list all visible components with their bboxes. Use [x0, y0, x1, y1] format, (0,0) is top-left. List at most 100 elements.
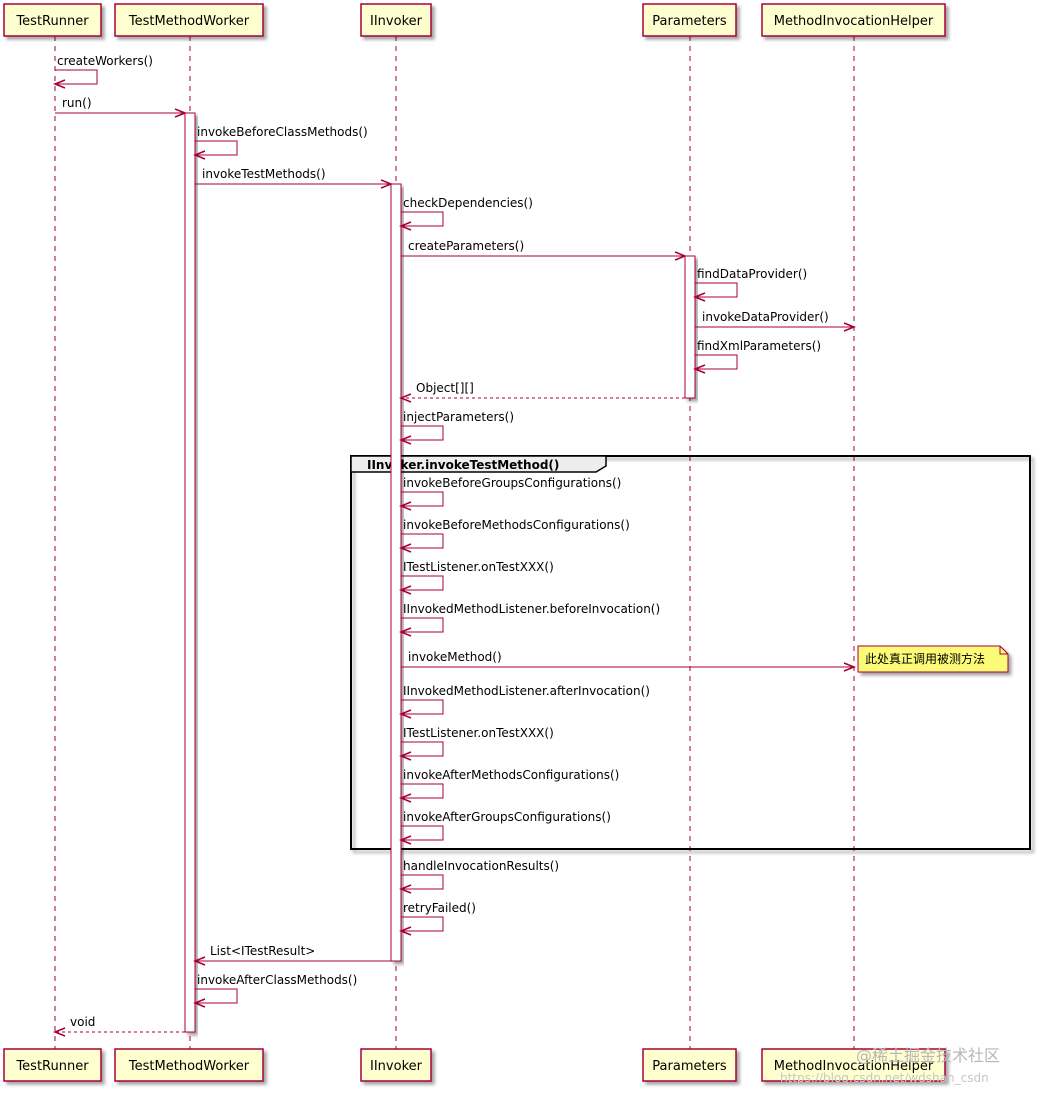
- participant-params-bottom: Parameters: [642, 1048, 737, 1082]
- participant-label: TestMethodWorker: [128, 14, 250, 29]
- message-label: run(): [62, 96, 92, 110]
- message: run(): [55, 96, 188, 118]
- message-label: ITestListener.onTestXXX(): [403, 560, 554, 574]
- participants: TestRunnerTestRunnerTestMethodWorkerTest…: [3, 3, 946, 1082]
- participant-params-top: Parameters: [642, 3, 737, 37]
- message-label: invokeMethod(): [408, 650, 502, 664]
- arrowhead: [398, 793, 412, 803]
- message-label: ITestListener.onTestXXX(): [403, 726, 554, 740]
- self-message-line: [401, 575, 444, 591]
- self-message-line: [55, 69, 98, 85]
- participant-box: [761, 3, 946, 37]
- participant-box: [360, 1048, 432, 1082]
- participant-box: [114, 3, 264, 37]
- message: void: [52, 1015, 185, 1037]
- watermark-url: https://blog.csdn.net/wdshan_csdn: [780, 1071, 989, 1085]
- note-box: [857, 645, 1009, 673]
- participant-label: TestRunner: [15, 1059, 89, 1074]
- self-message-line: [695, 354, 738, 370]
- message: ITestListener.onTestXXX(): [398, 560, 554, 595]
- arrowhead: [692, 364, 706, 374]
- message-label: invokeAfterGroupsConfigurations(): [403, 810, 611, 824]
- message: handleInvocationResults(): [398, 859, 559, 894]
- message-label: injectParameters(): [403, 410, 514, 424]
- message: IInvokedMethodListener.beforeInvocation(…: [398, 602, 660, 637]
- note-text: 此处真正调用被测方法: [865, 651, 985, 666]
- watermark-text: @稀土掘金技术社区: [856, 1046, 1000, 1065]
- participant-runner-bottom: TestRunner: [3, 1048, 102, 1082]
- arrowhead: [52, 1027, 66, 1037]
- arrowhead: [398, 435, 412, 445]
- self-message-line: [401, 916, 444, 932]
- message: createWorkers(): [52, 54, 153, 89]
- message: Object[][]: [398, 381, 685, 403]
- participant-helper-top: MethodInvocationHelper: [761, 3, 946, 37]
- arrowhead: [398, 751, 412, 761]
- message: findDataProvider(): [692, 267, 807, 302]
- participant-helper-bottom: MethodInvocationHelper: [761, 1048, 946, 1082]
- message-label: invokeBeforeMethodsConfigurations(): [403, 518, 630, 532]
- arrowhead: [398, 926, 412, 936]
- participant-label: MethodInvocationHelper: [774, 14, 934, 29]
- message: invokeAfterClassMethods(): [192, 973, 357, 1008]
- message: invokeBeforeGroupsConfigurations(): [398, 476, 621, 511]
- message-label: invokeBeforeClassMethods(): [197, 125, 368, 139]
- message-label: createParameters(): [408, 239, 524, 253]
- message-label: IInvokedMethodListener.afterInvocation(): [403, 684, 650, 698]
- arrowhead: [192, 956, 206, 966]
- message: injectParameters(): [398, 410, 514, 445]
- self-message-line: [401, 425, 444, 441]
- participant-box: [761, 1048, 946, 1082]
- message-label: invokeAfterClassMethods(): [197, 973, 357, 987]
- participant-invoker-top: IInvoker: [360, 3, 432, 37]
- self-message-line: [401, 533, 444, 549]
- message-label: handleInvocationResults(): [403, 859, 559, 873]
- message: invokeDataProvider(): [695, 310, 857, 332]
- activation-bar-worker: [184, 112, 196, 1033]
- message: checkDependencies(): [398, 196, 533, 231]
- message: invokeTestMethods(): [195, 167, 394, 189]
- self-message-line: [401, 783, 444, 799]
- participant-label: MethodInvocationHelper: [774, 1059, 934, 1074]
- message: List<ITestResult>: [192, 944, 391, 966]
- message: invokeAfterGroupsConfigurations(): [398, 810, 611, 845]
- arrowhead: [398, 884, 412, 894]
- self-message-line: [695, 282, 738, 298]
- participant-label: TestRunner: [15, 14, 89, 29]
- note-fold: [999, 646, 1008, 655]
- message-label: findDataProvider(): [697, 267, 807, 281]
- message: invokeBeforeMethodsConfigurations(): [398, 518, 630, 553]
- participant-box: [642, 1048, 737, 1082]
- message: createParameters(): [401, 239, 688, 261]
- frame-title: IInvoker.invokeTestMethod(): [367, 458, 559, 472]
- arrowhead: [174, 108, 188, 118]
- message-label: Object[][]: [416, 381, 474, 395]
- self-message-line: [401, 825, 444, 841]
- message-label: invokeAfterMethodsConfigurations(): [403, 768, 619, 782]
- participant-worker-bottom: TestMethodWorker: [114, 1048, 264, 1082]
- message: invokeAfterMethodsConfigurations(): [398, 768, 619, 803]
- participant-label: IInvoker: [370, 1059, 423, 1074]
- participant-box: [3, 1048, 102, 1082]
- message-label: retryFailed(): [403, 901, 476, 915]
- participant-label: Parameters: [652, 14, 727, 29]
- message-label: checkDependencies(): [403, 196, 533, 210]
- arrowhead: [398, 221, 412, 231]
- self-message-line: [401, 491, 444, 507]
- arrowhead: [398, 501, 412, 511]
- activation-bar-invoker: [390, 183, 402, 962]
- message-label: findXmlParameters(): [697, 339, 821, 353]
- arrowhead: [398, 393, 412, 403]
- activation-bars: [184, 112, 696, 1033]
- participant-runner-top: TestRunner: [3, 3, 102, 37]
- arrowhead: [398, 709, 412, 719]
- message-label: void: [70, 1015, 95, 1029]
- self-message-line: [195, 988, 238, 1004]
- arrowhead: [398, 835, 412, 845]
- note: 此处真正调用被测方法: [857, 645, 1009, 673]
- message-label: createWorkers(): [57, 54, 153, 68]
- arrowhead: [398, 627, 412, 637]
- arrowhead: [52, 79, 66, 89]
- self-message-line: [195, 140, 238, 156]
